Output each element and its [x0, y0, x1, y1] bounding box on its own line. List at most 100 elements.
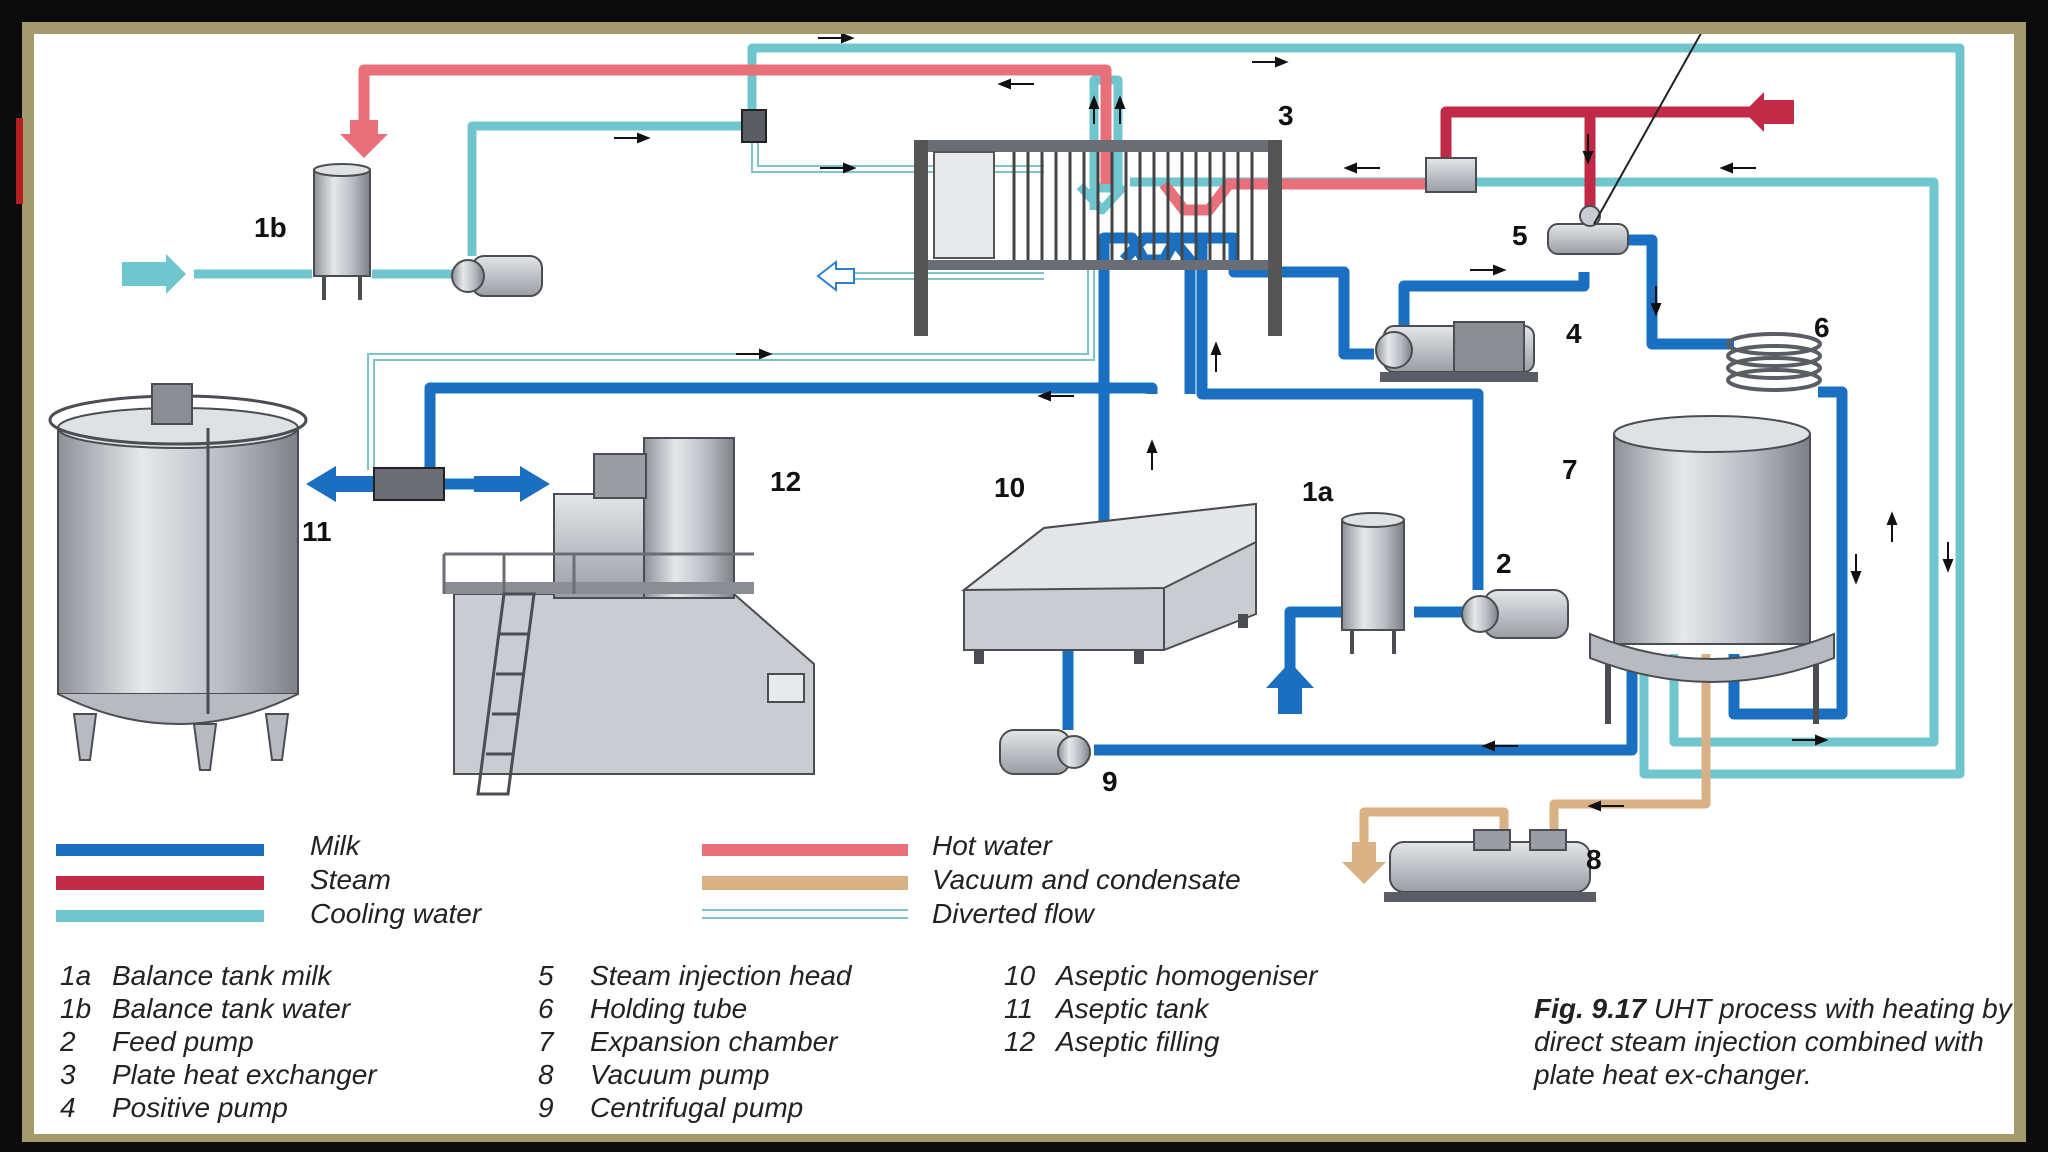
label-3: 3: [1278, 100, 1294, 131]
key-item-num: 8: [538, 1059, 554, 1090]
key-item-num: 2: [60, 1026, 76, 1057]
figure-caption: Fig. 9.17 UHT process with heating by di…: [1534, 992, 2014, 1091]
label-7: 7: [1562, 454, 1578, 485]
aseptic-filling-machine: [442, 437, 815, 796]
key-item-text: Plate heat exchanger: [112, 1059, 377, 1090]
milk-holding-to-chamber: [1728, 386, 1848, 720]
key-item-num: 5: [538, 960, 554, 991]
aseptic-tank: [48, 383, 308, 771]
label-11: 11: [302, 516, 332, 547]
key-item: 8 Vacuum pump: [538, 1059, 770, 1091]
legend-label-diverted-flow: Diverted flow: [932, 898, 1094, 929]
key-item: 5 Steam injection head: [538, 960, 852, 992]
cooling-water-phe-u: [1076, 182, 1128, 215]
slide-red-marker: [16, 118, 23, 204]
legend-swatch-steam: [56, 876, 264, 890]
milk-chamber-to-pump9: [1094, 654, 1638, 756]
key-item-num: 11: [1004, 993, 1034, 1024]
cooling-water-inlet-arrow: [122, 254, 186, 294]
label-5: 5: [1512, 220, 1528, 251]
figure-caption-text: UHT process with heating by direct steam…: [1534, 993, 2012, 1090]
steam-pipes: [1440, 106, 1774, 212]
milk-to-filler12-arrow: [474, 466, 550, 502]
key-item-num: 7: [538, 1026, 554, 1057]
vacuum-pump: [1384, 829, 1596, 902]
label-8: 8: [1586, 844, 1602, 875]
key-item: 12 Aseptic filling: [1004, 1026, 1219, 1058]
centrifugal-pump: [999, 729, 1091, 775]
diverted-outlet-arrow: [816, 259, 855, 293]
milk-to-tank11-arrow: [306, 466, 374, 502]
hot-water-top: [358, 64, 1112, 184]
steam-main: [1440, 106, 1774, 160]
diversion-valve-tank: [373, 467, 445, 501]
key-item-text: Holding tube: [590, 993, 748, 1024]
label-6: 6: [1814, 312, 1830, 343]
key-item: 3 Plate heat exchanger: [60, 1059, 377, 1091]
key-item-num: 6: [538, 993, 554, 1024]
legend-label-hot-water: Hot water: [932, 830, 1052, 861]
cooling-water-pump-up: [467, 121, 752, 256]
legend-label-milk: Milk: [310, 830, 360, 861]
legend-swatch-cooling-water: [56, 910, 264, 922]
key-item-num: 3: [60, 1059, 76, 1090]
positive-pump: [1375, 321, 1538, 382]
key-item-text: Vacuum pump: [590, 1059, 770, 1090]
cooling-water-right-loop: [1130, 177, 1939, 747]
figure-number: Fig. 9.17: [1534, 993, 1647, 1024]
aseptic-homogeniser: [961, 502, 1257, 664]
hot-water-down-arrow: [340, 120, 388, 158]
label-10: 10: [994, 472, 1026, 503]
key-item-text: Steam injection head: [590, 960, 852, 991]
key-item-text: Balance tank milk: [112, 960, 332, 991]
key-item-num: 12: [1004, 1026, 1036, 1057]
holding-tube: [1726, 332, 1822, 392]
key-item-text: Aseptic homogeniser: [1056, 960, 1318, 991]
key-item: 10 Aseptic homogeniser: [1004, 960, 1317, 992]
key-item: 1a Balance tank milk: [60, 960, 331, 992]
key-item-text: Aseptic tank: [1056, 993, 1209, 1024]
milk-inlet-arrow: [1266, 662, 1314, 714]
vacuum-condensate-pipes: [1359, 654, 1711, 846]
diverted-flow-to-tank-b: [367, 264, 1089, 470]
milk-to-aseptic-tank: [424, 382, 1158, 474]
legend-label-vacuum: Vacuum and condensate: [932, 864, 1241, 895]
cooling-water-pipes: [194, 43, 1965, 779]
expansion-chamber: [1589, 415, 1835, 724]
legend-swatch-milk: [56, 844, 264, 856]
key-item-num: 1a: [60, 960, 92, 991]
cooling-water-pump: [451, 255, 543, 297]
milk-to-pump4: [1258, 266, 1374, 360]
feed-pump: [1461, 589, 1569, 639]
key-item-text: Aseptic filling: [1056, 1026, 1220, 1057]
key-item-text: Feed pump: [112, 1026, 254, 1057]
steam-inlet-arrow: [1744, 92, 1794, 132]
key-item-text: Expansion chamber: [590, 1026, 838, 1057]
legend-swatches: [56, 844, 908, 922]
label-4: 4: [1566, 318, 1582, 349]
key-item-num: 10: [1004, 960, 1036, 991]
cooling-water-top-loop: [747, 43, 1965, 779]
flow-arrows: [614, 34, 1954, 812]
diverted-flow-to-tank-a: [373, 264, 1095, 470]
diversion-valve-top: [741, 109, 767, 143]
key-item: 6 Holding tube: [538, 993, 747, 1025]
key-item: 11 Aseptic tank: [1004, 993, 1209, 1025]
label-12: 12: [770, 466, 802, 497]
label-1a: 1a: [1302, 476, 1334, 507]
vacuum-to-outlet: [1359, 807, 1509, 846]
key-item-text: Balance tank water: [112, 993, 351, 1024]
milk-injector-to-holding: [1624, 234, 1734, 350]
milk-pump4-to-injector: [1398, 272, 1590, 336]
balance-tank-milk: [1341, 512, 1405, 654]
milk-phe-u-low: [1119, 232, 1196, 394]
key-item-num: 9: [538, 1092, 554, 1123]
label-1b: 1b: [254, 212, 287, 243]
key-item-num: 4: [60, 1092, 76, 1123]
steam-tee: [1425, 157, 1477, 193]
legend-swatch-hot-water: [702, 844, 908, 856]
key-item: 7 Expansion chamber: [538, 1026, 837, 1058]
